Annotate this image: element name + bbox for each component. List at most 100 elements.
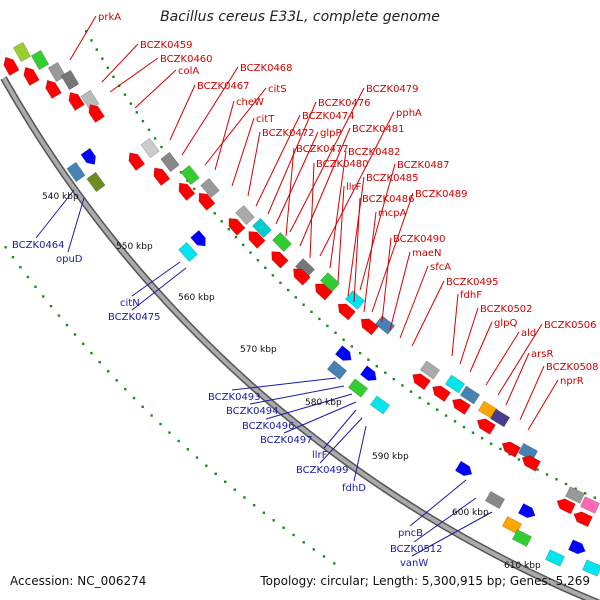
reverse-leader-line	[131, 261, 181, 297]
forward-leader-line	[69, 15, 97, 61]
inner-scale-dot	[242, 243, 245, 247]
inner-scale-dot	[302, 303, 305, 306]
forward-gene-arrow	[412, 373, 431, 391]
forward-gene-label: BCZK0482	[348, 147, 401, 158]
reverse-leader-line	[131, 267, 187, 311]
inner-scale-dot	[160, 145, 163, 149]
reverse-gene-block	[454, 460, 473, 477]
inner-scale-dot	[564, 482, 568, 486]
forward-gene-label: citS	[268, 84, 287, 95]
forward-gene-arrow	[153, 167, 171, 186]
forward-gene-arrow	[501, 441, 521, 458]
forward-gene-label: arsR	[531, 349, 553, 360]
reverse-gene-block	[545, 549, 565, 567]
inner-scale-dot	[90, 39, 93, 42]
forward-gene-label: cheW	[236, 97, 264, 108]
outer-scale-dot	[124, 388, 127, 391]
forward-gene-block	[140, 137, 160, 159]
reverse-leader-line	[67, 197, 85, 253]
scale-label: 600 kbp	[452, 508, 489, 518]
forward-gene-label: glpP	[320, 128, 342, 139]
forward-gene-label: BCZK0459	[140, 40, 193, 51]
inner-scale-dot	[334, 331, 337, 334]
forward-gene-arrow	[128, 152, 146, 171]
inner-scale-dot	[154, 137, 157, 140]
inner-scale-dot	[213, 212, 216, 215]
outer-scale-dot	[262, 511, 266, 514]
forward-leader-line	[451, 293, 459, 357]
outer-scale-dot	[333, 562, 336, 565]
forward-leader-line	[319, 111, 395, 257]
inner-scale-dot	[135, 111, 138, 114]
forward-gene-label: glpQ	[494, 318, 517, 329]
forward-gene-arrow	[88, 104, 105, 123]
reverse-gene-block	[511, 529, 533, 547]
outer-scale-dot	[98, 361, 101, 364]
reverse-gene-labels: BCZK0464opuDcitNBCZK0475BCZK0493BCZK0494…	[12, 240, 443, 569]
reverse-leader-line	[265, 393, 353, 420]
outer-scale-dot	[19, 266, 22, 269]
outer-scale-dot	[141, 405, 144, 408]
reverse-gene-block	[347, 378, 369, 398]
reverse-leader-line	[413, 497, 477, 543]
outer-scale-dot	[159, 422, 162, 426]
outer-scale-dot	[73, 333, 77, 336]
scale-tick-dots	[4, 30, 596, 565]
outer-scale-dot	[322, 555, 326, 558]
scale-label: 610 kbp	[504, 561, 541, 571]
inner-scale-dot	[350, 345, 353, 348]
forward-gene-label: BCZK0502	[480, 304, 533, 315]
reverse-gene-label: BCZK0496	[242, 421, 295, 432]
inner-scale-dot	[271, 274, 275, 277]
inner-scale-dot	[279, 281, 282, 284]
reverse-gene-block	[326, 360, 348, 380]
forward-gene-block	[419, 360, 441, 380]
reverse-gene-block	[369, 395, 391, 415]
forward-leader-line	[299, 127, 351, 247]
outer-scale-dot	[233, 488, 236, 491]
outer-scale-dot	[150, 414, 153, 417]
forward-gene-label: citT	[256, 114, 275, 125]
forward-gene-label: BCZK0480	[316, 159, 369, 170]
forward-leader-line	[214, 100, 235, 171]
outer-scale-dot	[282, 526, 285, 529]
outer-scale-dot	[132, 396, 136, 400]
forward-gene-block	[517, 442, 539, 462]
reverse-gene-label: fdhD	[342, 483, 366, 494]
outer-scale-dot	[57, 314, 61, 317]
reverse-gene-label: BCZK0493	[208, 392, 261, 403]
forward-gene-label: BCZK0460	[160, 54, 213, 65]
forward-gene-arrow	[3, 56, 20, 76]
forward-gene-arrow	[248, 231, 266, 249]
forward-leader-line	[353, 197, 361, 303]
reverse-gene-block	[484, 490, 506, 510]
figure-title: Bacillus cereus E33L, complete genome	[160, 9, 440, 25]
forward-gene-arrow	[198, 192, 216, 211]
reverse-gene-block	[582, 559, 600, 577]
outer-scale-dot	[214, 472, 217, 475]
inner-scale-dot	[227, 228, 230, 231]
forward-gene-label: maeN	[412, 248, 442, 259]
scale-label: 550 kbp	[116, 242, 153, 252]
reverse-leader-line	[323, 409, 357, 449]
forward-leader-line	[347, 176, 365, 297]
forward-gene-label: BCZK0467	[197, 81, 250, 92]
inner-scale-dot	[85, 30, 88, 33]
inner-scale-dot	[112, 75, 115, 78]
forward-leader-line	[337, 185, 345, 283]
reverse-leader-line	[249, 385, 345, 405]
reverse-gene-label: BCZK0497	[260, 435, 313, 446]
forward-leader-line	[411, 280, 445, 347]
forward-leader-line	[247, 131, 261, 197]
forward-gene-label: BCZK0489	[415, 189, 468, 200]
forward-leader-line	[204, 87, 267, 166]
forward-gene-label: BCZK0468	[240, 63, 293, 74]
forward-gene-block	[12, 41, 32, 63]
outer-scale-dot	[272, 519, 275, 522]
outer-scale-dot	[168, 431, 171, 434]
forward-gene-block	[459, 385, 481, 405]
inner-scale-dot	[545, 473, 549, 476]
forward-leader-line	[519, 365, 545, 421]
outer-scale-dot	[4, 246, 7, 249]
